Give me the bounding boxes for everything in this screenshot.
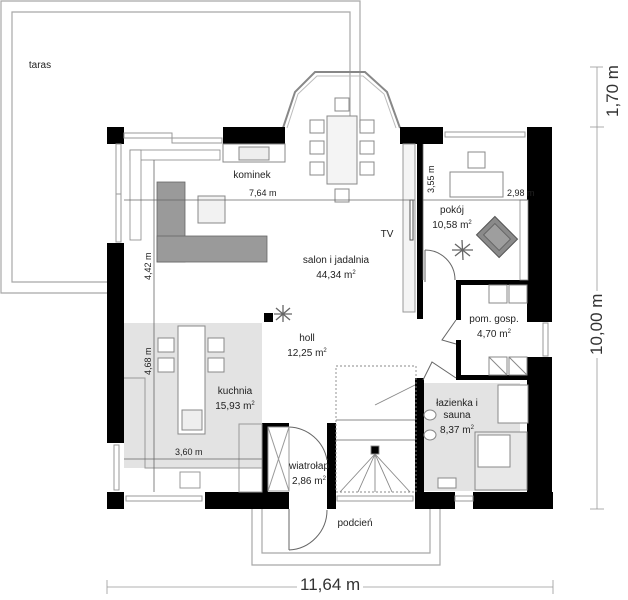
dim-pokoj-width: 2,98 m [507, 188, 535, 198]
sofa [156, 181, 268, 263]
room-label-pom-gosp: pom. gosp.4,70 m2 [469, 314, 519, 340]
room-label-podcien: podcień [337, 518, 373, 529]
kitchen-island [157, 325, 225, 435]
plant-icon-holl [274, 305, 292, 322]
coffee-table [197, 195, 226, 224]
walls [107, 127, 553, 509]
bay-window [282, 71, 401, 129]
appliances [488, 284, 528, 376]
tv-unit [402, 143, 416, 313]
wardrobe [267, 426, 290, 492]
dim-total-width: 11,64 m [297, 575, 364, 595]
dimension-lines [106, 66, 604, 594]
bathroom-fixtures [423, 384, 529, 491]
armchair [475, 215, 519, 259]
plant-icon [452, 239, 473, 261]
room-label-taras: taras [28, 60, 52, 71]
stairs [335, 365, 417, 493]
tv [409, 199, 414, 241]
room-label-kominek: kominek [233, 170, 271, 181]
dim-salon-depth: 4,42 m [143, 252, 153, 280]
dim-kuchnia-width: 3,60 m [175, 447, 203, 457]
dim-pokoj-depth: 3,55 m [426, 165, 436, 193]
terrace-outline [0, 0, 361, 294]
kitchen-counter [124, 377, 263, 493]
dim-salon-width: 7,64 m [249, 188, 277, 198]
dim-kuchnia-depth: 4,68 m [143, 347, 153, 375]
windows [113, 131, 549, 502]
fireplace [222, 143, 286, 163]
desk [449, 151, 504, 198]
porch-outline [251, 505, 441, 566]
dim-total-depth: 10,00 m [587, 290, 607, 358]
dim-bay-depth: 1,70 m [603, 62, 623, 120]
dining-set [309, 97, 375, 203]
tv-label: TV [380, 229, 394, 240]
